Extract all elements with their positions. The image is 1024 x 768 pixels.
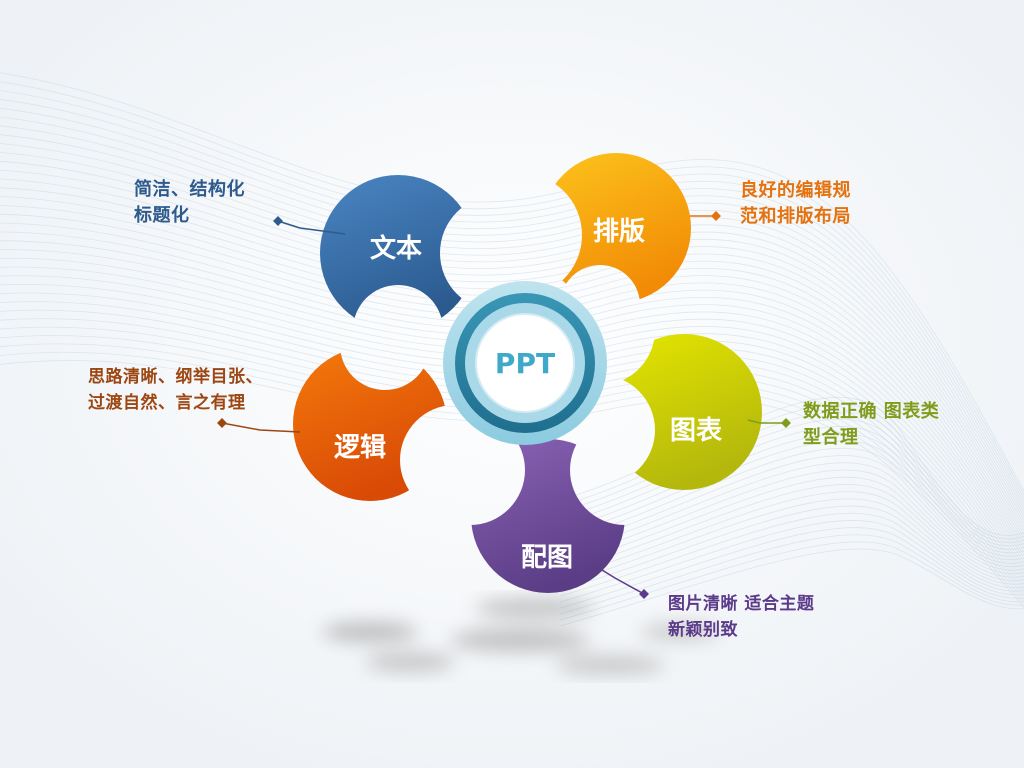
desc-image: 图片清晰 适合主题 新颖别致 bbox=[668, 591, 814, 643]
petal-logic: 逻辑 bbox=[293, 347, 447, 501]
connector-text bbox=[277, 220, 346, 235]
connector-dot-layout bbox=[711, 211, 721, 221]
desc-logic: 思路清晰、纲举目张、 过渡自然、言之有理 bbox=[88, 364, 263, 416]
connector-image bbox=[601, 569, 645, 595]
petal-image: 配图 bbox=[471, 439, 625, 593]
petal-title-layout: 排版 bbox=[593, 217, 645, 247]
desc-image-line-2: 新颖别致 bbox=[668, 620, 738, 640]
petal-title-image: 配图 bbox=[521, 543, 573, 573]
petal-shape-logic bbox=[293, 347, 447, 501]
desc-layout-line-1: 良好的编辑规 bbox=[740, 180, 851, 201]
connector-logic bbox=[221, 422, 301, 433]
desc-layout: 良好的编辑规 范和排版布局 bbox=[740, 178, 851, 230]
petal-title-logic: 逻辑 bbox=[334, 433, 386, 463]
desc-text-line-1: 简洁、结构化 bbox=[134, 179, 245, 200]
connector-chart bbox=[747, 419, 786, 424]
petal-title-text: 文本 bbox=[370, 233, 422, 264]
floor-shadows bbox=[322, 598, 720, 675]
desc-logic-line-2: 过渡自然、言之有理 bbox=[88, 393, 246, 413]
connector-dot-chart bbox=[781, 418, 791, 428]
hub-label: PPT bbox=[495, 347, 555, 380]
petal-shape-chart bbox=[606, 334, 762, 490]
hub-core bbox=[475, 313, 575, 413]
center-hub: PPT bbox=[443, 281, 607, 445]
petal-chart: 图表 bbox=[606, 334, 762, 490]
desc-chart-line-1: 数据正确 图表类 bbox=[803, 401, 940, 422]
petal-shape-layout bbox=[541, 153, 691, 303]
petal-shape-image bbox=[471, 439, 625, 593]
desc-text: 简洁、结构化 标题化 bbox=[134, 177, 245, 229]
connector-dot-logic bbox=[217, 418, 227, 428]
connector-lines bbox=[217, 211, 791, 599]
desc-image-line-1: 图片清晰 适合主题 bbox=[668, 594, 815, 614]
desc-chart-line-2: 型合理 bbox=[803, 427, 859, 448]
connector-dot-image bbox=[639, 589, 649, 599]
desc-logic-line-1: 思路清晰、纲举目张、 bbox=[88, 367, 263, 387]
petal-layout: 排版 bbox=[541, 153, 691, 303]
petal-shape-text bbox=[320, 175, 476, 331]
connector-dot-text bbox=[273, 216, 283, 226]
desc-text-line-2: 标题化 bbox=[134, 205, 190, 226]
petal-title-chart: 图表 bbox=[670, 416, 723, 446]
desc-layout-line-2: 范和排版布局 bbox=[740, 206, 851, 227]
petal-text: 文本 bbox=[320, 175, 476, 331]
desc-chart: 数据正确 图表类 型合理 bbox=[803, 399, 939, 451]
